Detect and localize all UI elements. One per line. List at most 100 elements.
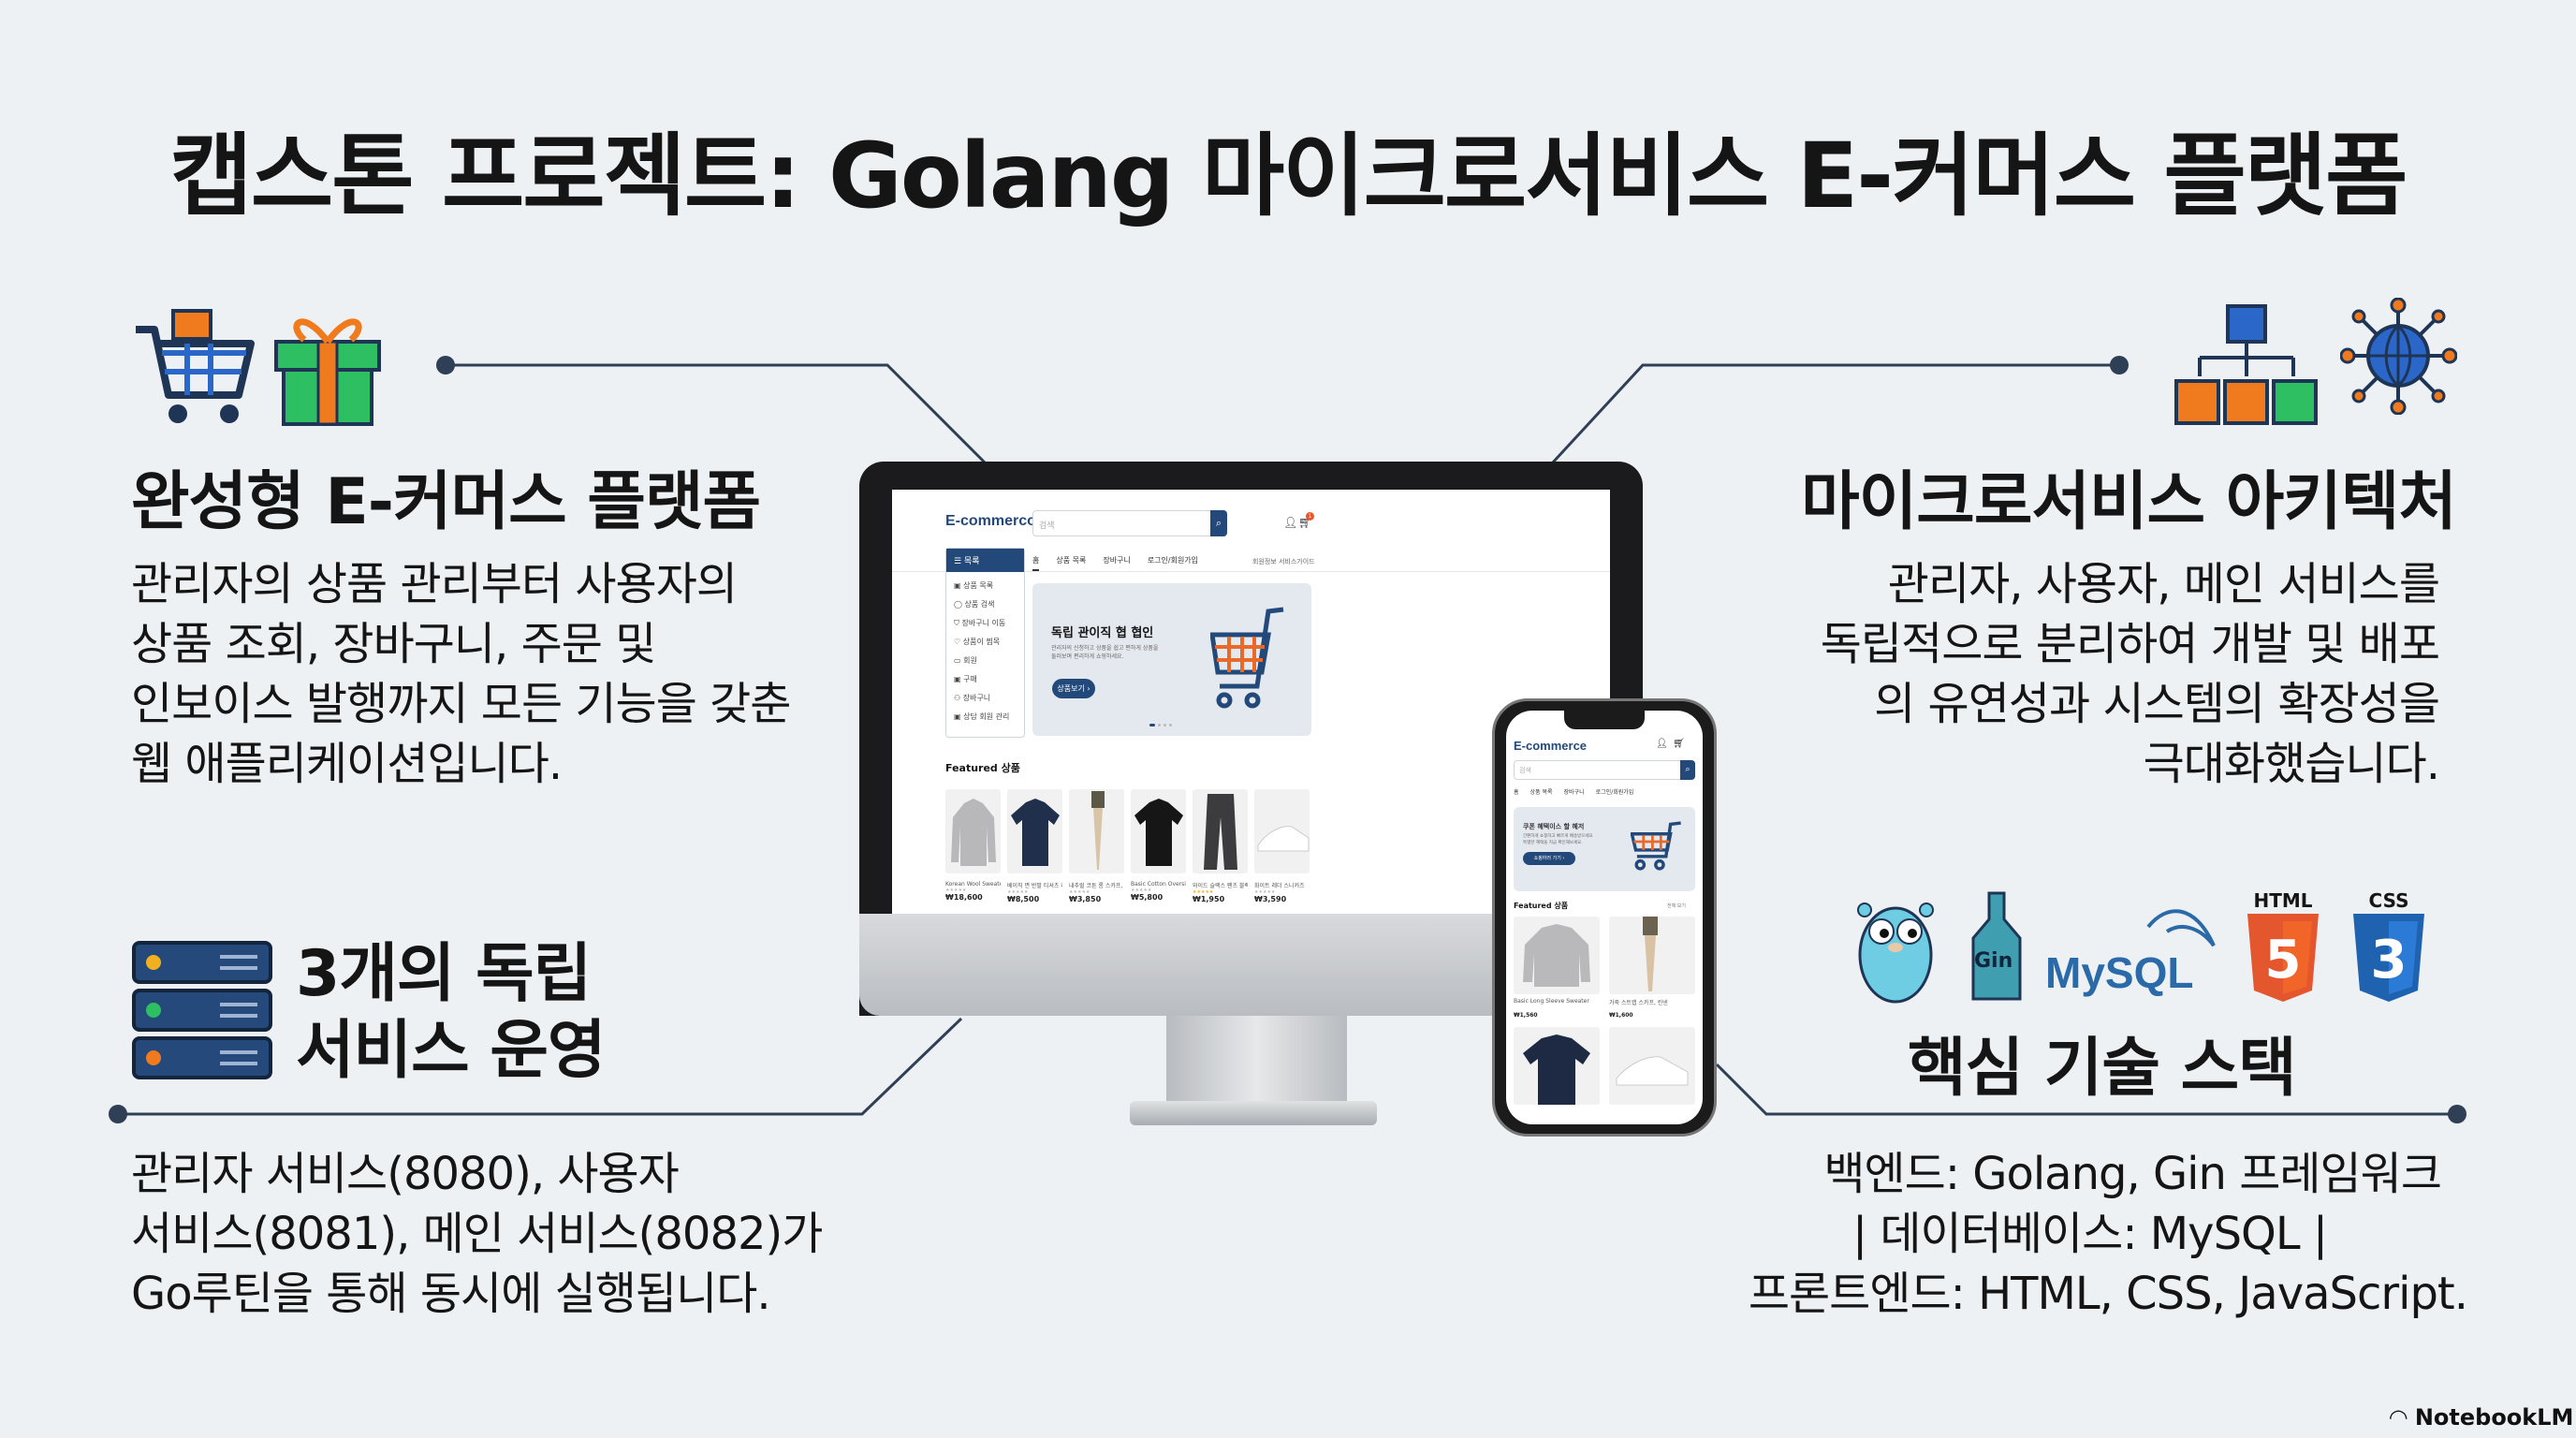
- user-icon[interactable]: 👤︎: [1656, 739, 1668, 749]
- sidebar-item[interactable]: ♡ 상품이 찜목: [946, 634, 1024, 653]
- nav-tab[interactable]: 장바구니: [1563, 789, 1585, 796]
- carousel-dots[interactable]: [1149, 724, 1172, 726]
- featured-heading: Featured 상품: [1514, 902, 1569, 910]
- nav-tab[interactable]: 홈: [1514, 789, 1519, 796]
- watermark-text: NotebookLM: [2414, 1404, 2574, 1431]
- product-card[interactable]: 베이직 면 반팔 티셔츠 네이비★★★★★₩8,500: [1007, 789, 1062, 903]
- hero-banner: 독립 관이직 협 협인 관리자의 신청하고 상품을 쉽고 편하게 상품을 둘러보…: [1032, 583, 1311, 736]
- cubes-hierarchy-icon: [2174, 304, 2318, 425]
- rating-stars: ★★★★★: [1193, 889, 1214, 895]
- text-line: Go루틴을 통해 동시에 실행됩니다.: [131, 1268, 771, 1320]
- category-icon: ▭: [954, 656, 964, 665]
- sidebar-item[interactable]: ◯ 상품 검색: [946, 596, 1024, 615]
- nav-tab[interactable]: 로그인/회원가입: [1595, 789, 1634, 796]
- product-price: ₩3,850: [1069, 895, 1102, 903]
- server-stack-icon: [132, 941, 272, 1079]
- banner-text: 둘러보며 편리하게 쇼핑하세요.: [1051, 653, 1124, 660]
- cart-illustration-icon: [1210, 607, 1284, 709]
- product-tshirt-navy-image: [1011, 799, 1060, 866]
- search-icon[interactable]: ⌕: [1210, 510, 1227, 536]
- platform-heading: 완성형 E-커머스 플랫폼: [131, 465, 761, 539]
- text-line: 상품 조회, 장바구니, 주문 및: [131, 618, 656, 670]
- product-image[interactable]: [1254, 789, 1310, 873]
- product-name[interactable]: 베이직 면 반팔 티셔츠 네이비: [1007, 883, 1062, 889]
- nav-tab[interactable]: 상품 목록: [1056, 556, 1087, 565]
- product-card[interactable]: 화이트 레더 스니커즈★★★★★₩3,590: [1254, 789, 1310, 903]
- product-tshirt-black-image: [1134, 799, 1183, 866]
- sidebar-item[interactable]: ⚇ 장바구니: [946, 690, 1024, 709]
- mobile-search-input[interactable]: 검색: [1514, 760, 1695, 780]
- cart-icon[interactable]: 🛒︎: [1673, 739, 1685, 749]
- store-logo[interactable]: E-commerco: [945, 513, 1036, 529]
- rating-stars: ★★★★★: [1254, 889, 1276, 895]
- product-image[interactable]: [945, 789, 1001, 873]
- text-line: 독립적으로 분리하여 개발 및 배포: [1820, 618, 2440, 670]
- product-name[interactable]: 가죽 스트랩 스카프, 린넨: [1609, 1000, 1668, 1006]
- network-globe-icon: [2340, 298, 2457, 415]
- rating-stars: ★★★★★: [1131, 888, 1152, 893]
- search-icon[interactable]: ⌕: [1680, 760, 1695, 780]
- product-image[interactable]: [1514, 917, 1600, 994]
- banner-title: 독립 관이직 협 협인: [1051, 626, 1154, 640]
- sidebar-item-label: 상품 검색: [964, 600, 995, 609]
- category-icon: ⚇: [954, 694, 963, 702]
- product-name[interactable]: Basic Long Sleeve Sweater: [1514, 998, 1589, 1005]
- text-line: 프론트엔드: HTML, CSS, JavaScript.: [1748, 1268, 2468, 1320]
- stack-description: 백엔드: Golang, Gin 프레임워크 | 데이터베이스: MySQL |…: [1748, 1144, 2468, 1324]
- category-icon: ▣: [954, 581, 964, 590]
- product-card[interactable]: Korean Wool Sweater Mock-★★★★★₩18,600: [945, 789, 1001, 903]
- product-name[interactable]: 내추럴 코튼 롱 스카프, 린넨: [1069, 883, 1124, 889]
- sidebar-item[interactable]: ⛉ 장바구니 이동: [946, 615, 1024, 634]
- product-card[interactable]: 내추럴 코튼 롱 스카프, 린넨★★★★★₩3,850: [1069, 789, 1124, 903]
- banner-button[interactable]: 쇼핑하러 가기 ›: [1523, 852, 1575, 865]
- product-price: ₩8,500: [1007, 895, 1040, 903]
- nav-tab[interactable]: 로그인/회원가입: [1147, 556, 1199, 565]
- product-image[interactable]: [1514, 1027, 1600, 1105]
- sidebar-item[interactable]: ▣ 상담 회원 관리: [946, 709, 1024, 727]
- mobile-banner: 쿠폰 혜택이스 할 혜저 간편하게 쇼핑하고 빠르게 배송받으세요 특별한 혜택…: [1514, 807, 1695, 891]
- product-image[interactable]: [1069, 789, 1124, 873]
- text-line: 서비스(8081), 메인 서비스(8082)가: [131, 1208, 823, 1260]
- sidebar-header[interactable]: ☰ 목록: [946, 549, 1024, 572]
- desktop-screen: E-commerco 검색 ⌕ 👤︎ 🛒︎ 1 ☰ 목록 ▣ 상품 목록◯ 상품…: [892, 490, 1610, 914]
- nav-tab[interactable]: 장바구니: [1103, 556, 1131, 565]
- product-sweater-image: [951, 799, 996, 866]
- search-input[interactable]: 검색: [1032, 510, 1227, 536]
- nav-right-link[interactable]: 회원정보 서비스가이드: [1252, 558, 1315, 565]
- product-image[interactable]: [1131, 789, 1186, 873]
- product-image[interactable]: [1609, 917, 1695, 994]
- stack-heading: 핵심 기술 스택: [1908, 1032, 2297, 1106]
- banner-text: 간편하게 쇼핑하고 빠르게 배송받으세요: [1523, 834, 1593, 839]
- nav-tab[interactable]: 홈: [1032, 555, 1040, 571]
- user-icon[interactable]: 👤︎: [1283, 516, 1298, 529]
- notebooklm-logo-icon: ◠: [2390, 1404, 2415, 1431]
- category-icon: ▣: [954, 675, 964, 683]
- mobile-logo[interactable]: E-commerce: [1514, 739, 1588, 753]
- product-name[interactable]: Korean Wool Sweater Mock-: [945, 881, 1001, 888]
- see-all-link[interactable]: 전체 보기: [1667, 903, 1686, 909]
- text-line: 백엔드: Golang, Gin 프레임워크: [1823, 1148, 2442, 1200]
- featured-heading: Featured 상품: [945, 762, 1020, 774]
- banner-button[interactable]: 상품보기 ›: [1052, 679, 1095, 698]
- gopher-icon: [1857, 902, 1934, 1004]
- mysql-logo-icon: MySQL: [2045, 948, 2194, 997]
- product-card[interactable]: Basic Cotton Oversized Tee★★★★★₩5,800: [1131, 789, 1186, 903]
- sidebar-item[interactable]: ▣ 상품 목록: [946, 578, 1024, 596]
- svg-text:3: 3: [2371, 930, 2408, 990]
- product-image[interactable]: [1193, 789, 1248, 873]
- category-icon: ♡: [954, 638, 963, 646]
- product-name[interactable]: Basic Cotton Oversized Tee: [1131, 881, 1186, 888]
- gift-box-icon: [274, 318, 381, 426]
- sidebar-item[interactable]: ▭ 회원: [946, 653, 1024, 671]
- product-name[interactable]: 화이트 레더 스니커즈: [1254, 883, 1305, 889]
- product-card[interactable]: 와이드 슬랙스 팬츠 블랙 그레이★★★★★₩1,950: [1193, 789, 1248, 903]
- services-description: 관리자 서비스(8080), 사용자 서비스(8081), 메인 서비스(808…: [131, 1144, 823, 1324]
- css3-icon: CSS 3: [2349, 889, 2428, 1007]
- product-image[interactable]: [1007, 789, 1062, 873]
- nav-tab[interactable]: 상품 목록: [1530, 789, 1553, 796]
- shopping-cart-icon: [136, 309, 255, 423]
- product-name[interactable]: 와이드 슬랙스 팬츠 블랙 그레이: [1193, 883, 1248, 889]
- product-image[interactable]: [1609, 1027, 1695, 1105]
- text-line: 관리자 서비스(8080), 사용자: [131, 1148, 680, 1200]
- sidebar-item[interactable]: ▣ 구매: [946, 671, 1024, 690]
